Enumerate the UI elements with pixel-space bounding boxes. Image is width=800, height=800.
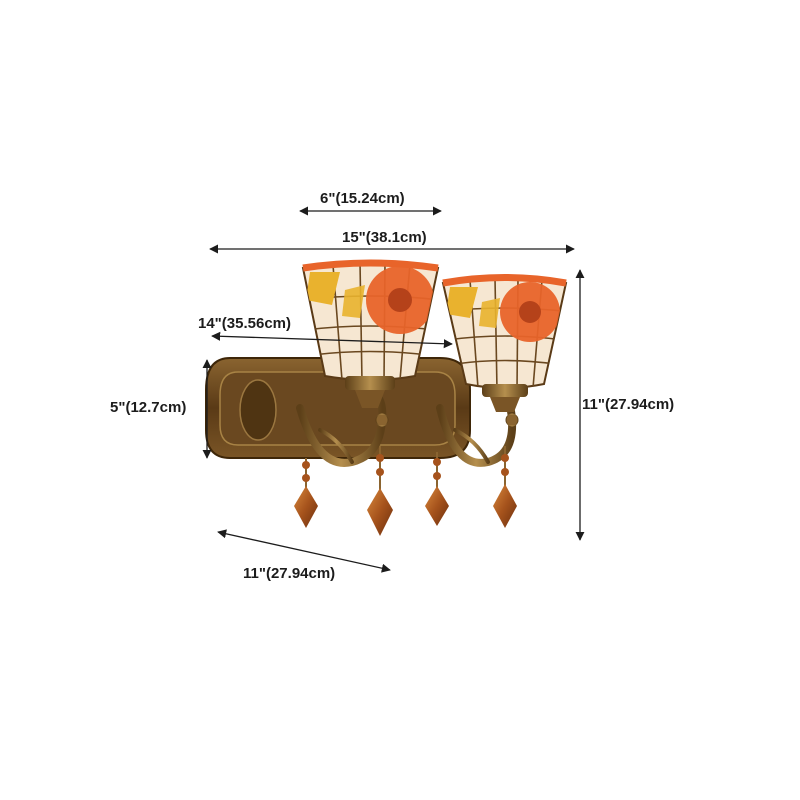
- arm-span-label: 14"(35.56cm): [198, 315, 292, 332]
- wall-backplate: [205, 357, 471, 459]
- shade-width-label: 6"(15.24cm): [320, 190, 405, 207]
- backplate-height-label: 5"(12.7cm): [110, 399, 187, 416]
- arm-span-line: [211, 331, 453, 349]
- right-lamp-shade: [441, 274, 568, 412]
- total-width-label: 15"(38.1cm): [342, 229, 427, 246]
- left-arm: [296, 388, 389, 467]
- crystal-pendant: [294, 458, 318, 528]
- crystal-pendant: [493, 446, 517, 528]
- extension-line: [217, 529, 391, 573]
- crystal-pendant: [425, 452, 449, 526]
- extension-label: 11"(27.94cm): [243, 565, 336, 582]
- crystal-pendants: [294, 446, 517, 536]
- left-lamp-shade: [301, 259, 440, 408]
- total-height-label: 11"(27.94cm): [582, 396, 675, 413]
- crystal-pendant: [367, 446, 393, 536]
